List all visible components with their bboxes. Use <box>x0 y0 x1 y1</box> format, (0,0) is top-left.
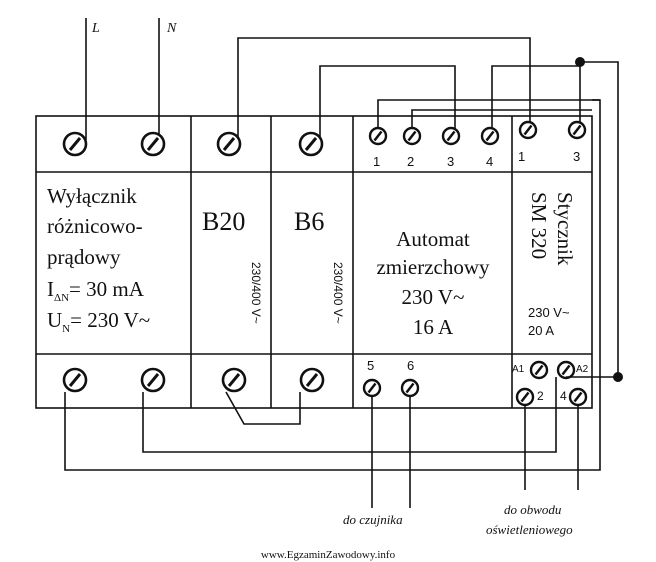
top-wiring <box>237 37 619 395</box>
twilight-terminal-2: 2 <box>407 154 414 169</box>
wire-b6-twilight3 <box>319 65 456 140</box>
b6-bottom-screw <box>299 367 325 393</box>
wire-b20-b6-bridge <box>225 391 301 425</box>
svg-text:UN= 230 V~: UN= 230 V~ <box>47 308 150 335</box>
contactor-terminal-4: 4 <box>560 389 567 403</box>
svg-text:prądowy: prądowy <box>47 245 121 269</box>
svg-text:Wyłącznik: Wyłącznik <box>47 184 137 208</box>
b20-top-screw <box>216 131 242 157</box>
annotation-lighting-1: do obwodu <box>504 502 562 517</box>
mcb-b6-label: B6 <box>294 207 324 236</box>
wire-twilight4-contactor3 <box>491 65 581 130</box>
twilight-terminal-3: 3 <box>447 154 454 169</box>
mcb-b6-rating: 230/400 V~ <box>331 262 345 324</box>
svg-text:IΔN= 30 mA: IΔN= 30 mA <box>47 277 145 304</box>
annotation-sensor: do czujnika <box>343 512 403 527</box>
contactor-terminal-3: 3 <box>573 149 580 164</box>
contactor-a1: A1 <box>512 364 525 375</box>
twilight-terminal-5: 5 <box>367 358 374 373</box>
watermark: www.EgzaminZawodowy.info <box>261 549 396 561</box>
device-row <box>35 115 593 409</box>
svg-text:16 A: 16 A <box>413 315 454 339</box>
annotation-lighting-2: oświetleniowego <box>486 522 573 537</box>
label-l: L <box>91 21 100 36</box>
twilight-terminal-4: 4 <box>486 154 493 169</box>
contactor-top-terminals: 1 3 <box>518 120 587 164</box>
svg-text:różnicowo-: różnicowo- <box>47 214 143 238</box>
rcd-bottom-screw-2 <box>140 367 166 393</box>
mcb-b20-rating: 230/400 V~ <box>249 262 263 324</box>
contactor-voltage: 230 V~ <box>528 305 570 320</box>
device-outline <box>35 115 593 409</box>
wire-b20-contactor1 <box>237 37 531 140</box>
svg-text:Automat: Automat <box>396 227 470 251</box>
rcd-top-screw-2 <box>140 131 166 157</box>
twilight-terminal-6: 6 <box>407 358 414 373</box>
rcd-top-screw-1 <box>62 131 88 157</box>
wire-rcd-out1 <box>64 392 601 471</box>
contactor-bottom-terminals: A1 A2 2 4 <box>512 360 589 407</box>
wire-rcd-out2 <box>142 377 557 453</box>
svg-text:230 V~: 230 V~ <box>402 285 465 309</box>
label-n: N <box>166 21 177 36</box>
rcd-bottom-screw-1 <box>62 367 88 393</box>
rcd-label: Wyłącznik różnicowo- prądowy IΔN= 30 mA … <box>47 184 150 335</box>
twilight-bottom-terminals: 5 6 <box>362 358 420 398</box>
wire-node-a2 <box>580 61 619 377</box>
svg-text:zmierzchowy: zmierzchowy <box>376 255 490 279</box>
bottom-wiring <box>64 376 618 508</box>
twilight-top-terminals: 1 2 3 4 <box>368 126 500 169</box>
contactor-terminal-2: 2 <box>537 389 544 403</box>
b20-bottom-screw <box>221 367 247 393</box>
b6-top-screw <box>298 131 324 157</box>
mcb-b20-label: B20 <box>202 207 245 236</box>
contactor-current: 20 A <box>528 323 554 338</box>
contactor-model: SM 320 <box>527 192 551 259</box>
wire-twilight1-right <box>377 99 601 395</box>
twilight-label: Automat zmierzchowy 230 V~ 16 A <box>376 227 490 339</box>
twilight-terminal-1: 1 <box>373 154 380 169</box>
contactor-terminal-1: 1 <box>518 149 525 164</box>
contactor-a2: A2 <box>576 364 589 375</box>
junction-top <box>575 57 585 67</box>
contactor-title: Stycznik <box>553 192 577 266</box>
